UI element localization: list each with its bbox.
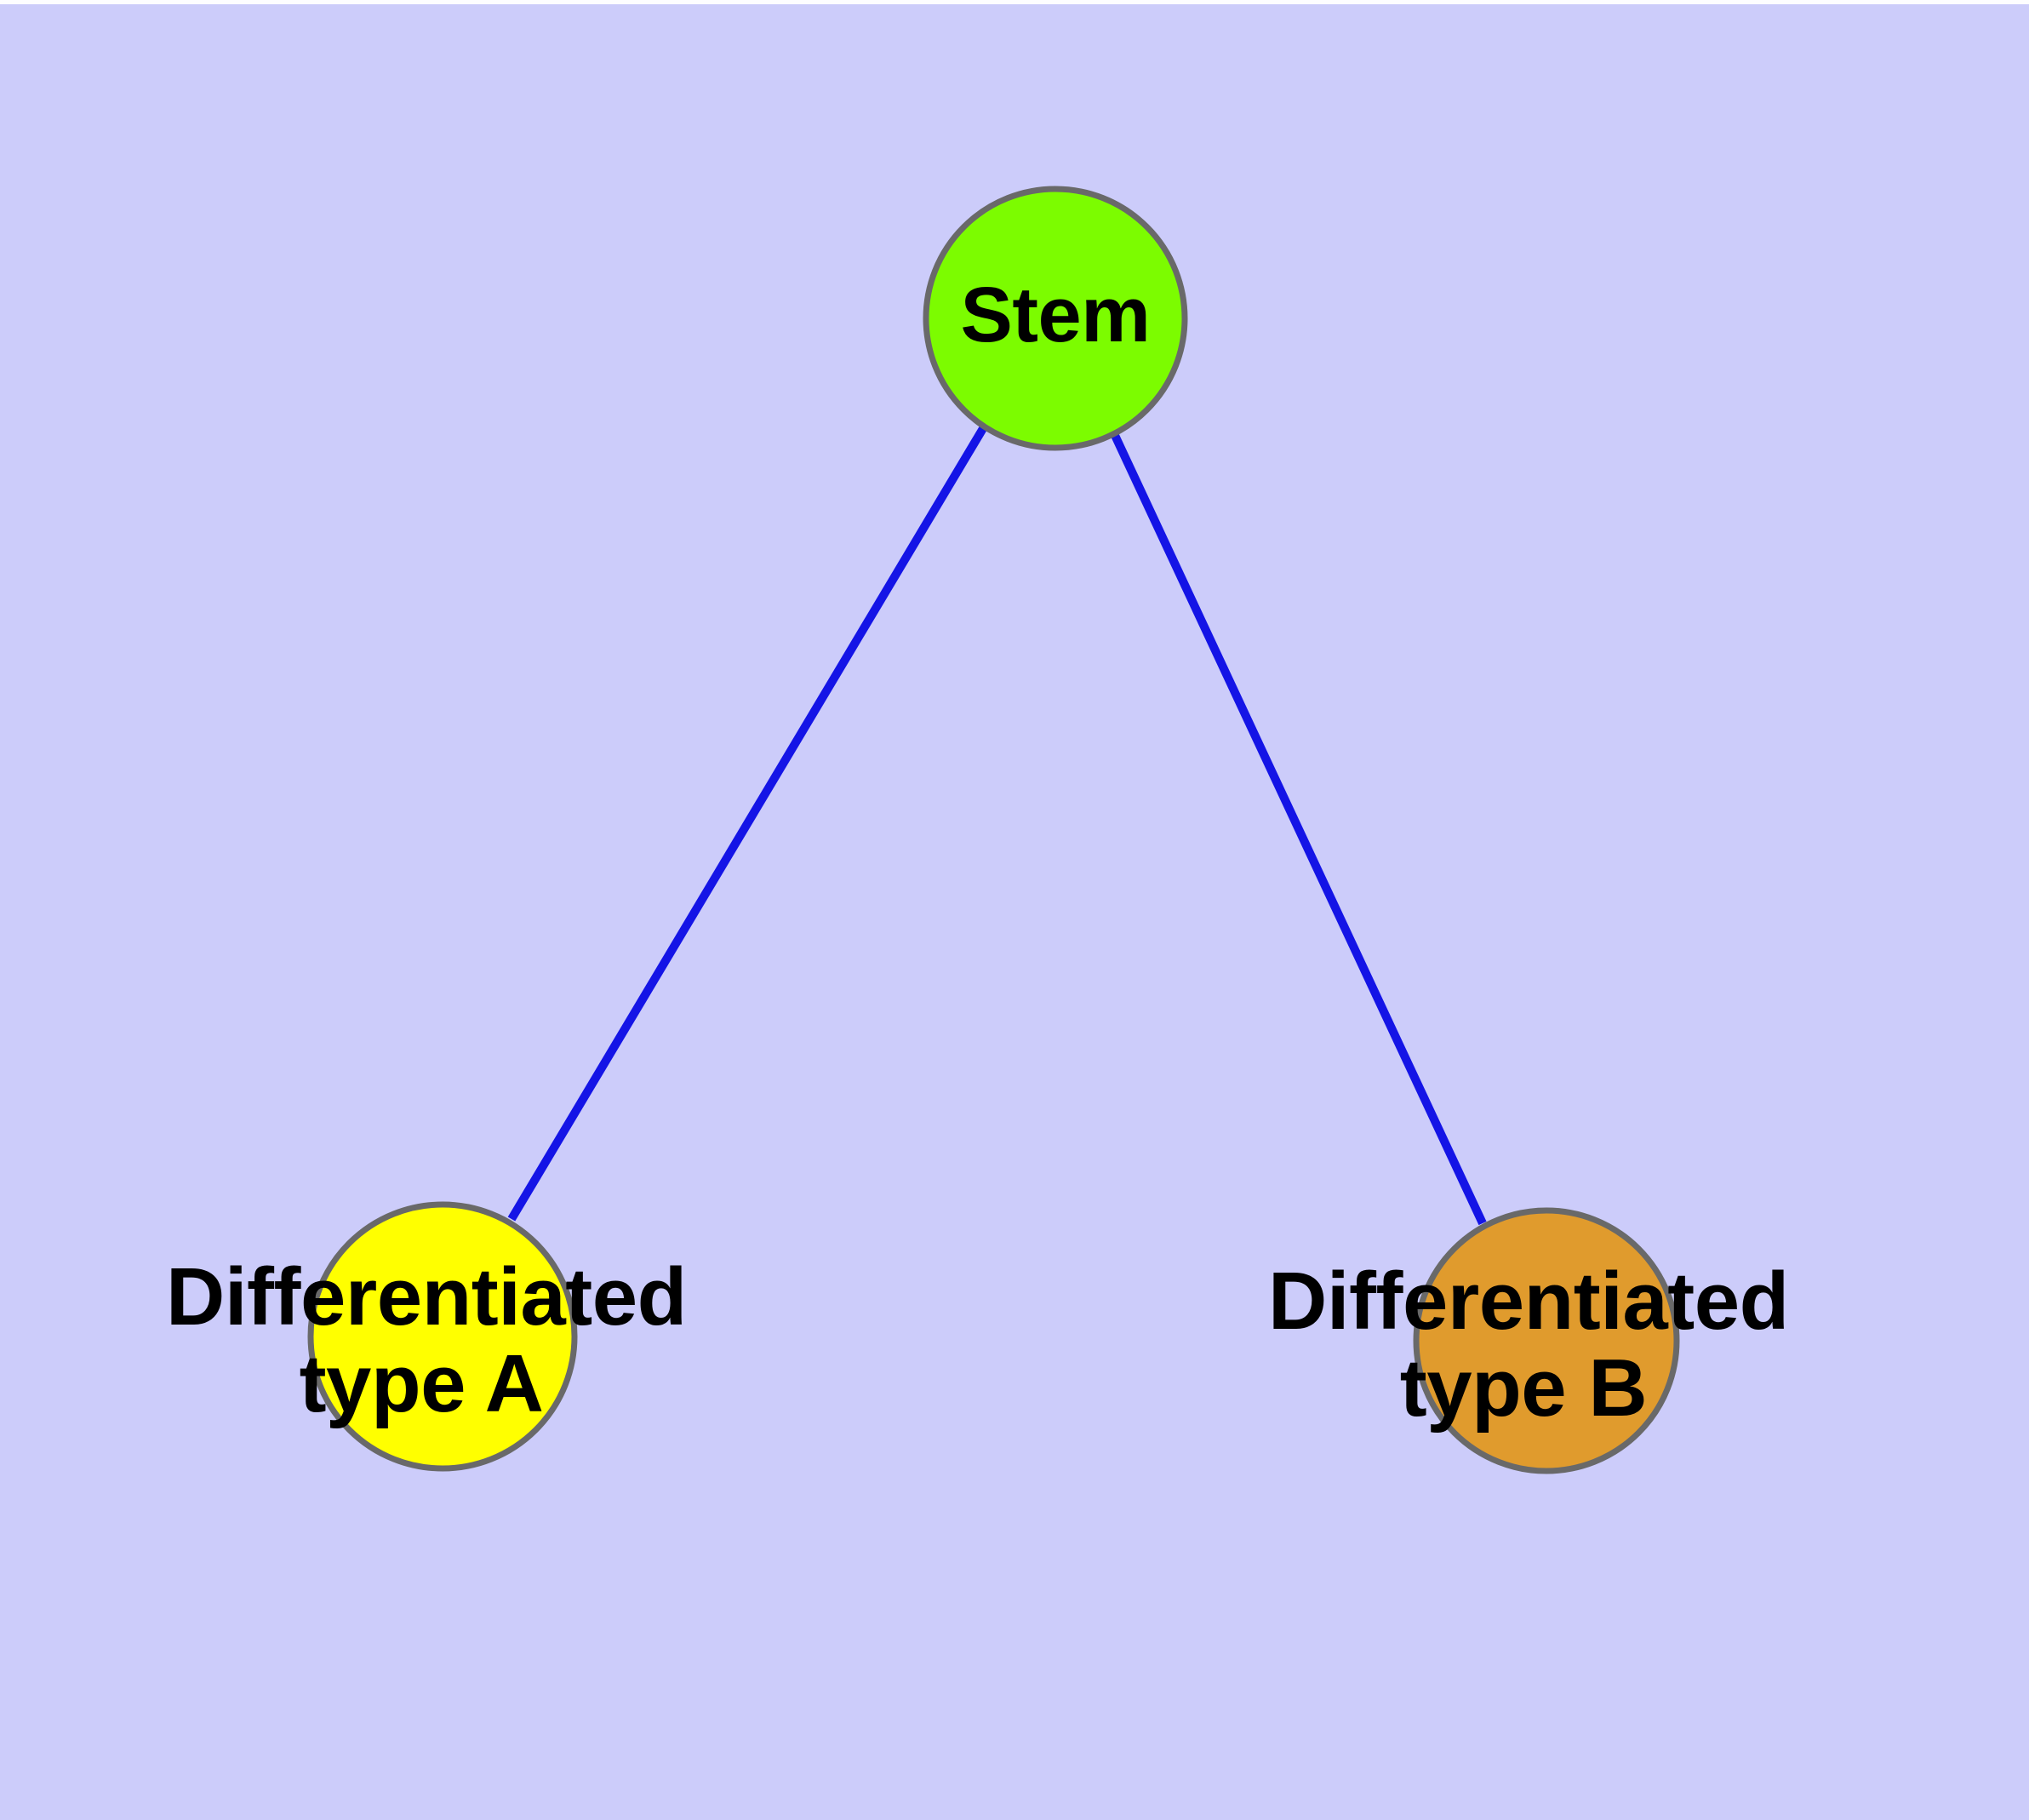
edge-stem-to-diff-b[interactable] xyxy=(1108,427,1487,1226)
node-diff-a[interactable] xyxy=(307,1201,578,1472)
node-stem[interactable] xyxy=(923,186,1188,451)
edge-layer xyxy=(507,423,1487,1226)
node-layer xyxy=(307,186,1680,1474)
node-diff-b[interactable] xyxy=(1413,1207,1680,1474)
edge-stem-to-diff-a[interactable] xyxy=(507,423,989,1222)
canvas-top-border xyxy=(0,0,2029,4)
